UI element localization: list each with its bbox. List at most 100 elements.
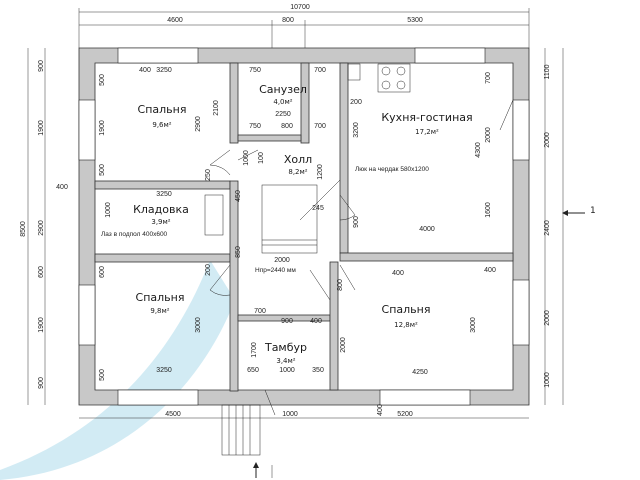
dim-400a: 400	[139, 67, 151, 74]
dim-bot-c: 5200	[397, 411, 413, 418]
room-name-bedroom-se: Спальня	[382, 303, 431, 316]
dim-1700: 1700	[251, 342, 258, 358]
entry-arrow-icon	[253, 462, 259, 478]
dim-3250a: 3250	[156, 67, 172, 74]
dim-500c: 500	[99, 369, 106, 381]
dim-left-c: 400	[56, 184, 68, 191]
dim-1000c: 1000	[105, 202, 112, 218]
sink	[347, 63, 361, 81]
dim-350: 350	[312, 367, 324, 374]
dim-245: 245	[312, 205, 324, 212]
dim-250: 250	[205, 169, 212, 181]
attic-hatch-note: Люк на чердак 580х1200	[355, 166, 429, 173]
dim-450: 450	[235, 190, 242, 202]
dim-left-d: 2900	[38, 220, 45, 236]
dim-2250: 2250	[275, 111, 291, 118]
dim-3200: 3200	[353, 122, 360, 138]
dim-500b: 500	[99, 164, 106, 176]
dim-4000: 4000	[419, 226, 435, 233]
dim-750b: 750	[249, 123, 261, 130]
dim-right-d: 2000	[544, 310, 551, 326]
section-mark: 1	[590, 206, 596, 216]
dim-right-a: 1100	[544, 64, 551, 79]
stair-height-note: Нпр=2440 мм	[255, 267, 296, 274]
dim-600: 600	[99, 266, 106, 278]
dim-200b: 200	[205, 264, 212, 276]
dim-400b: 400	[392, 270, 404, 277]
room-name-kitchen: Кухня-гостиная	[381, 111, 472, 124]
dim-500a: 500	[99, 74, 106, 86]
room-area-bathroom: 4,0м²	[273, 98, 292, 106]
dim-700a: 700	[314, 67, 326, 74]
dim-2900: 2900	[195, 116, 202, 132]
dim-900a: 900	[353, 216, 360, 228]
floor-hatch	[204, 194, 224, 236]
dim-400d: 400	[310, 318, 322, 325]
room-name-storage: Кладовка	[133, 203, 189, 216]
dimension-lines	[27, 8, 564, 478]
dim-700b: 700	[314, 123, 326, 130]
room-name-bathroom: Санузел	[259, 83, 307, 96]
left-dims: 8500 900 1900 400 2900 600 1900 900	[20, 60, 68, 389]
dim-bot-b: 1000	[282, 411, 298, 418]
room-area-hall: 8,2м²	[288, 168, 307, 176]
dim-700c: 700	[485, 72, 492, 84]
windows	[78, 47, 530, 406]
dim-2100: 2100	[213, 100, 220, 116]
dim-1600: 1600	[485, 202, 492, 218]
room-area-bedroom-nw: 9,6м²	[152, 121, 171, 129]
dim-3000b: 3000	[470, 317, 477, 333]
dim-left-a: 900	[38, 60, 45, 72]
room-name-bedroom-sw: Спальня	[136, 291, 185, 304]
right-dims: 1100 2000 2400 2000 1000	[544, 64, 551, 387]
dim-3250c: 3250	[156, 367, 172, 374]
dim-2000b: 2000	[274, 257, 290, 264]
dim-800a: 800	[281, 123, 293, 130]
doors	[209, 99, 514, 416]
dim-3250b: 3250	[156, 191, 172, 198]
dim-right-e: 1000	[544, 372, 551, 388]
dim-850: 850	[235, 246, 242, 258]
dim-left-g: 900	[38, 377, 45, 389]
interior-dims: 3250 3250 3250 750 700 2250 750 800 700 …	[99, 67, 496, 416]
dim-top-b: 800	[282, 17, 294, 24]
dim-4300: 4300	[475, 142, 482, 158]
room-area-vestibule: 3,4м²	[276, 357, 295, 365]
dim-right-b: 2000	[544, 132, 551, 148]
room-area-kitchen: 17,2м²	[415, 128, 439, 136]
dim-top-c: 5300	[407, 17, 423, 24]
dim-left-f: 1900	[38, 317, 45, 333]
dim-400e: 400	[377, 404, 384, 416]
dim-400c: 400	[484, 267, 496, 274]
dim-1000b: 1000	[279, 367, 295, 374]
dim-800b: 800	[337, 279, 344, 291]
room-area-bedroom-se: 12,8м²	[394, 321, 418, 329]
dim-top-a: 4600	[167, 17, 183, 24]
dim-1900: 1900	[99, 120, 106, 136]
floor-hatch-note: Лаз в подпол 400х600	[101, 231, 168, 238]
room-area-bedroom-sw: 9,8м²	[150, 307, 169, 315]
dim-200a: 200	[350, 99, 362, 106]
dim-bot-a: 4500	[165, 411, 181, 418]
background-accent	[0, 260, 235, 480]
dim-3000a: 3000	[195, 317, 202, 333]
stove	[377, 63, 411, 93]
dim-2000c: 2000	[340, 337, 347, 353]
room-name-vestibule: Тамбур	[264, 341, 307, 354]
dim-left-total: 8500	[20, 221, 27, 237]
room-area-storage: 3,9м²	[151, 218, 170, 226]
room-name-bedroom-nw: Спальня	[138, 103, 187, 116]
dim-left-e: 600	[38, 266, 45, 278]
dim-1000a: 1000	[243, 150, 250, 166]
dim-right-c: 2400	[544, 220, 551, 236]
section-arrow-icon	[562, 210, 585, 216]
stair	[261, 179, 341, 254]
dim-700d: 700	[254, 308, 266, 315]
dim-900b: 900	[281, 318, 293, 325]
dim-2000a: 2000	[485, 127, 492, 143]
room-name-hall: Холл	[284, 153, 312, 166]
dim-100: 100	[258, 152, 265, 164]
dim-750a: 750	[249, 67, 261, 74]
dim-4250: 4250	[412, 369, 428, 376]
dim-top-total: 10700	[290, 4, 310, 11]
